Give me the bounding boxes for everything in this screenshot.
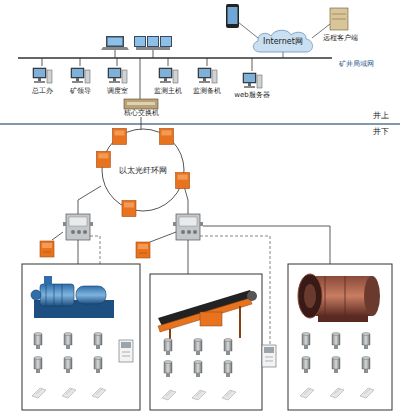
workstation-label: 总工办 — [32, 88, 53, 96]
workstation-label: 矿领导 — [70, 88, 91, 96]
fiber-ring: 以太光纤环网 — [101, 128, 185, 212]
switch-label: 核心交换机 — [124, 110, 159, 117]
network-label: 矿井局域网 — [339, 61, 374, 69]
internet-cloud: Internet网 — [250, 28, 316, 54]
zone-label: 井上 — [373, 112, 389, 121]
zone-label: 井下 — [373, 128, 389, 137]
workstation-label: web服务器 — [234, 92, 269, 100]
workstation-label: 调度室 — [107, 88, 128, 96]
node-text: 以太光纤环网 — [119, 165, 167, 176]
client-label: 远程客户端 — [323, 35, 358, 43]
workstation-label: 监测主机 — [154, 88, 182, 96]
workstation-label: 监测备机 — [193, 88, 221, 96]
node-text: Internet网 — [263, 36, 303, 47]
